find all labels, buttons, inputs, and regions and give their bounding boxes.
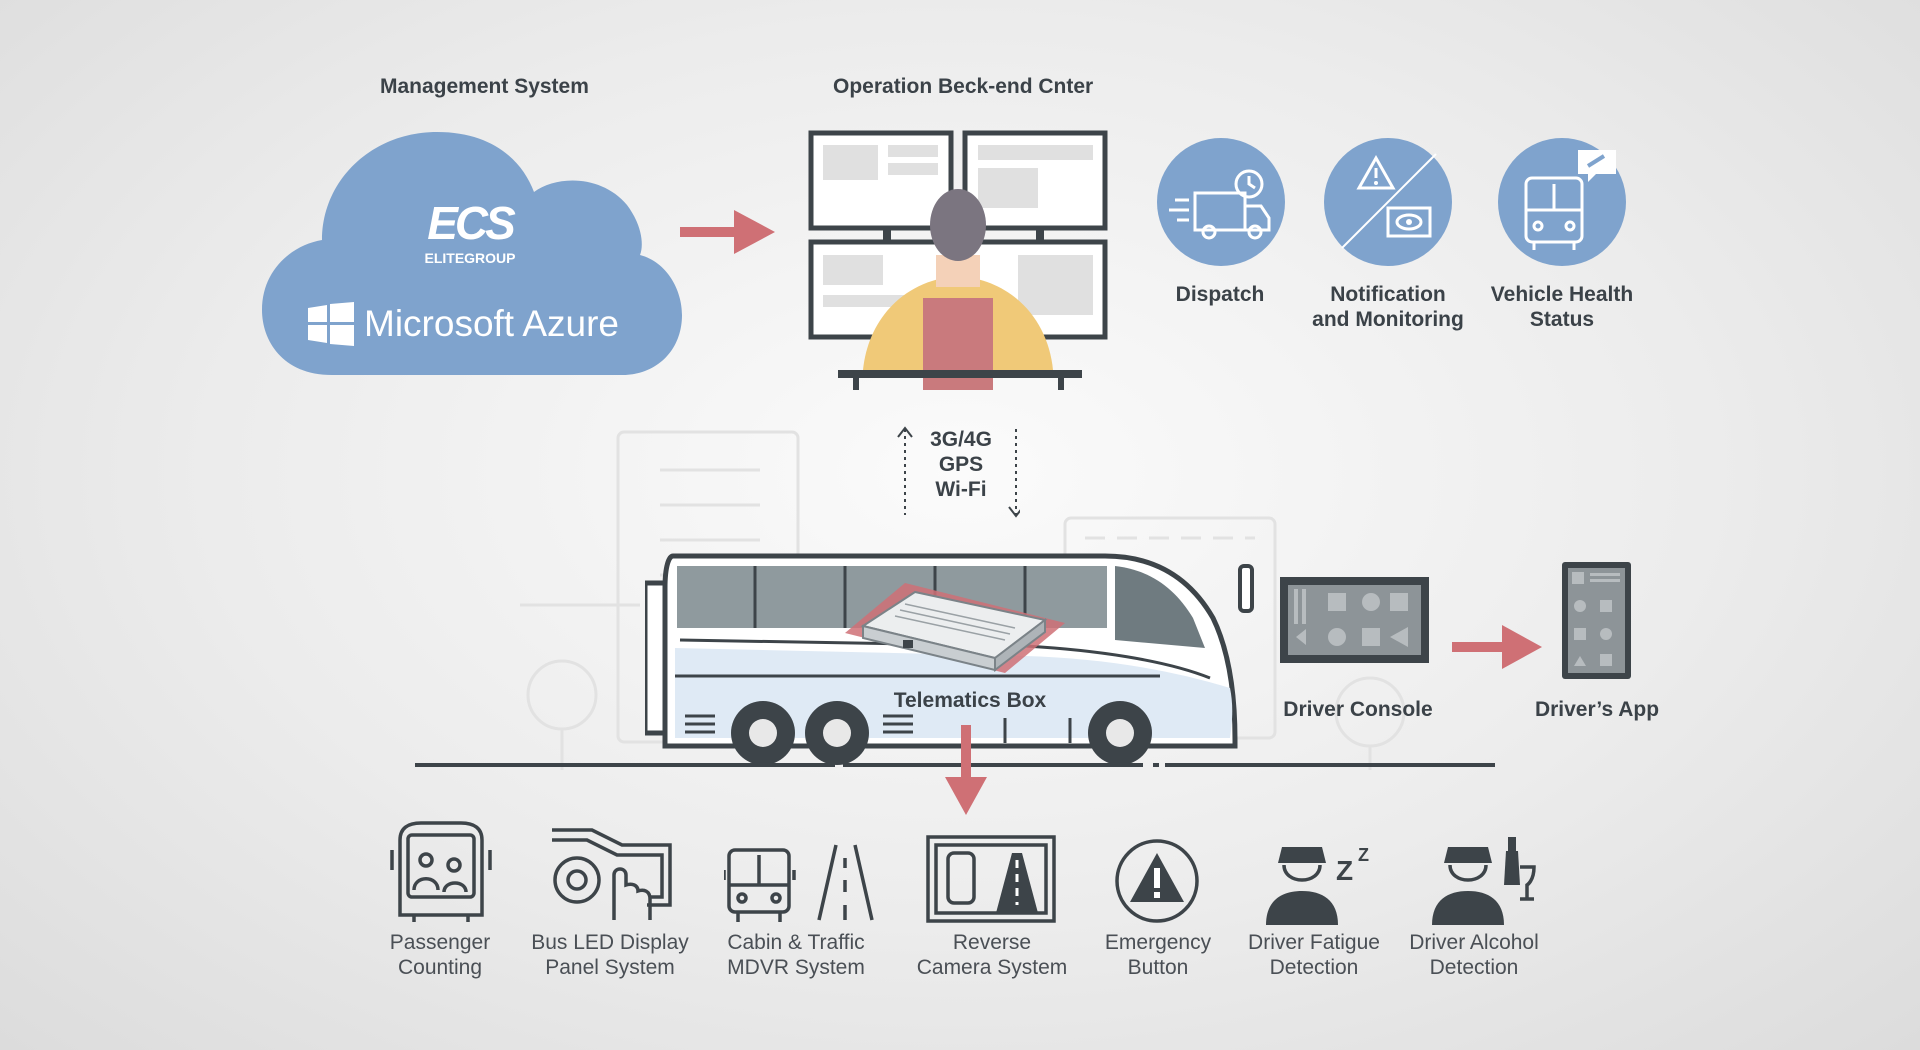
- azure-cloud: [262, 132, 682, 375]
- reverse-camera-icon: [926, 835, 1056, 923]
- vehicle-health-circle: [1498, 138, 1626, 266]
- telematics-box-icon: [845, 583, 1065, 673]
- emergency-button-icon: [1115, 839, 1199, 923]
- telematics-box-label: Telematics Box: [893, 689, 1047, 712]
- elitegroup-label: ELITEGROUP: [424, 250, 516, 266]
- cabin-traffic-icon: [724, 844, 874, 922]
- management-system-title: Management System: [380, 75, 589, 98]
- data-link-arrows: [897, 426, 1020, 518]
- service-label-dispatch: Dispatch: [1175, 283, 1265, 306]
- warning-eye-icon: [1341, 153, 1437, 249]
- driver-alcohol-icon: [1432, 837, 1536, 925]
- led-panel-touch-icon: [552, 828, 672, 920]
- svg-text:Z: Z: [1358, 845, 1369, 865]
- driver-app-label: Driver’s App: [1534, 698, 1660, 721]
- microsoft-azure-label: Microsoft Azure: [364, 303, 619, 344]
- svg-text:Z: Z: [1336, 855, 1353, 886]
- operation-center-title: Operation Beck-end Cnter: [833, 75, 1094, 98]
- passenger-counting-icon: [390, 821, 492, 922]
- arrow-right-icon: [680, 210, 775, 254]
- road-line: [415, 763, 1495, 767]
- ecs-logo: ECS ELITEGROUP: [420, 200, 520, 266]
- bus-wrench-icon: [1524, 150, 1616, 250]
- driver-app-phone-icon: [1562, 562, 1631, 679]
- delivery-truck-clock-icon: [1169, 169, 1271, 240]
- arrow-right-icon: [1452, 625, 1542, 669]
- driver-fatigue-icon: Z Z: [1266, 845, 1369, 925]
- notification-circle: [1324, 138, 1452, 266]
- operator-workstation-icon: [808, 130, 1108, 390]
- driver-console-label: Driver Console: [1283, 698, 1433, 721]
- driver-console-icon: [1280, 577, 1429, 663]
- dispatch-circle: [1157, 138, 1285, 266]
- windows-logo-icon: [308, 302, 354, 351]
- arrow-down-icon: [945, 725, 987, 815]
- ecs-logo-mark: ECS: [427, 197, 516, 249]
- connectivity-label: 3G/4G GPS Wi-Fi: [930, 428, 992, 501]
